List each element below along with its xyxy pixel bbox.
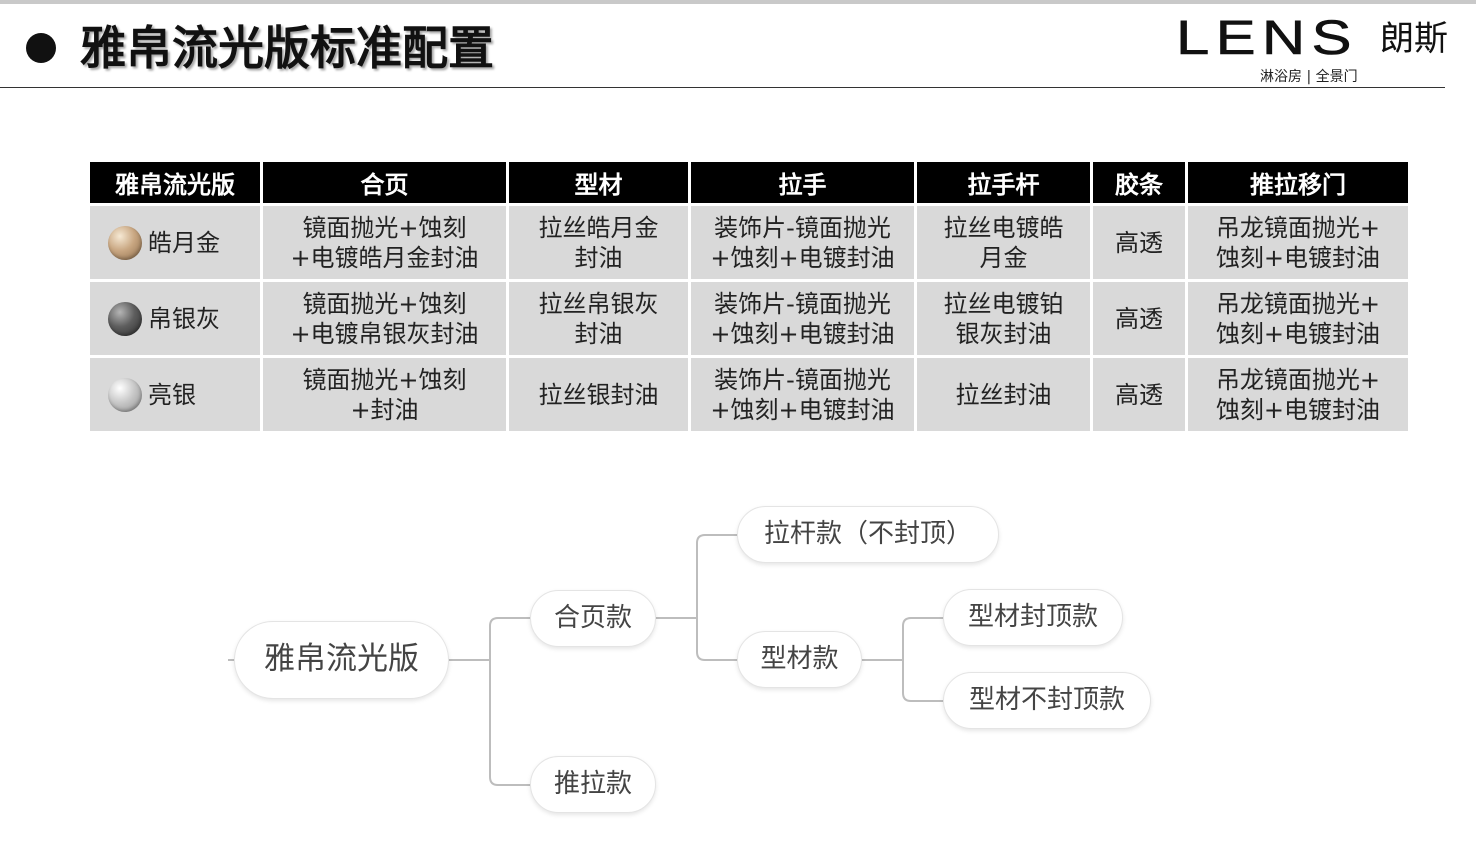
page-title: 雅帛流光版标准配置 — [80, 21, 494, 75]
finish-label: 亮银 — [148, 380, 196, 409]
brand-chinese-name: 朗斯 — [1380, 19, 1448, 59]
finish-cell: 帛银灰 — [90, 282, 260, 355]
finish-swatch-icon — [108, 377, 142, 412]
profile-cell: 拉丝银封油 — [509, 358, 688, 431]
hinge-cell: 镜面抛光+蚀刻+电镀皓月金封油 — [263, 206, 506, 279]
brand-tagline: 淋浴房 | 全景门 — [1260, 69, 1358, 85]
mindmap-node-pullbar: 拉杆款（不封顶） — [737, 506, 999, 563]
mindmap-node-profile: 型材款 — [737, 631, 862, 688]
mindmap-connectors — [228, 534, 943, 786]
table-row: 帛银灰 镜面抛光+蚀刻+电镀帛银灰封油拉丝帛银灰封油装饰片-镜面抛光+蚀刻+电镀封… — [90, 282, 1408, 355]
finish-label: 帛银灰 — [148, 304, 220, 333]
header-profile: 型材 — [509, 162, 688, 203]
mindmap: 雅帛流光版 合页款 推拉款 拉杆款（不封顶） 型材款 型材封顶款 型材不封顶款 — [0, 490, 1476, 851]
sliding-door-cell: 吊龙镜面抛光+蚀刻+电镀封油 — [1188, 358, 1408, 431]
finish-cell: 皓月金 — [90, 206, 260, 279]
finish-cell: 亮银 — [90, 358, 260, 431]
seal-strip-cell: 高透 — [1093, 206, 1185, 279]
top-strip — [0, 0, 1476, 4]
mindmap-node-profile-notop: 型材不封顶款 — [943, 672, 1151, 729]
config-table: 雅帛流光版 合页 型材 拉手 拉手杆 胶条 推拉移门 皓月金镜面抛光+蚀刻+电镀… — [87, 159, 1411, 434]
finish-swatch-icon — [108, 225, 142, 260]
profile-cell: 拉丝帛银灰封油 — [509, 282, 688, 355]
header-handle: 拉手 — [691, 162, 914, 203]
mindmap-node-root: 雅帛流光版 — [234, 621, 449, 699]
connector-hinge-profile — [696, 618, 737, 661]
connector-root-hinge — [449, 617, 530, 661]
mindmap-node-profile-top: 型材封顶款 — [943, 589, 1123, 646]
connector-profile-top — [862, 617, 943, 661]
mindmap-node-hinge: 合页款 — [530, 590, 656, 647]
handle-bar-cell: 拉丝电镀铂银灰封油 — [917, 282, 1090, 355]
hinge-cell: 镜面抛光+蚀刻+电镀帛银灰封油 — [263, 282, 506, 355]
header-hinge: 合页 — [263, 162, 506, 203]
seal-strip-cell: 高透 — [1093, 358, 1185, 431]
title-bullet-icon — [26, 33, 56, 63]
mindmap-node-sliding: 推拉款 — [530, 756, 656, 813]
header-finish: 雅帛流光版 — [90, 162, 260, 203]
hinge-cell: 镜面抛光+蚀刻+封油 — [263, 358, 506, 431]
header-sliding-door: 推拉移门 — [1188, 162, 1408, 203]
finish-swatch-icon — [108, 301, 142, 336]
sliding-door-cell: 吊龙镜面抛光+蚀刻+电镀封油 — [1188, 206, 1408, 279]
table-row: 亮银 镜面抛光+蚀刻+封油拉丝银封油装饰片-镜面抛光+蚀刻+电镀封油拉丝封油高透吊… — [90, 358, 1408, 431]
finish-label: 皓月金 — [148, 228, 220, 257]
seal-strip-cell: 高透 — [1093, 282, 1185, 355]
header-divider — [0, 87, 1445, 88]
profile-cell: 拉丝皓月金封油 — [509, 206, 688, 279]
header-seal-strip: 胶条 — [1093, 162, 1185, 203]
connector-hinge-pullbar — [656, 534, 737, 619]
handle-bar-cell: 拉丝封油 — [917, 358, 1090, 431]
handle-cell: 装饰片-镜面抛光+蚀刻+电镀封油 — [691, 282, 914, 355]
brand-logo: LENS — [1176, 12, 1358, 65]
table-row: 皓月金 镜面抛光+蚀刻+电镀皓月金封油拉丝皓月金封油装饰片-镜面抛光+蚀刻+电镀封… — [90, 206, 1408, 279]
connector-profile-notop — [902, 660, 943, 702]
connector-root-sliding — [489, 660, 530, 786]
header-handle-bar: 拉手杆 — [917, 162, 1090, 203]
handle-bar-cell: 拉丝电镀皓月金 — [917, 206, 1090, 279]
sliding-door-cell: 吊龙镜面抛光+蚀刻+电镀封油 — [1188, 282, 1408, 355]
brand-block: LENS 朗斯 淋浴房 | 全景门 — [1170, 10, 1455, 90]
handle-cell: 装饰片-镜面抛光+蚀刻+电镀封油 — [691, 206, 914, 279]
handle-cell: 装饰片-镜面抛光+蚀刻+电镀封油 — [691, 358, 914, 431]
table-header-row: 雅帛流光版 合页 型材 拉手 拉手杆 胶条 推拉移门 — [90, 162, 1408, 203]
